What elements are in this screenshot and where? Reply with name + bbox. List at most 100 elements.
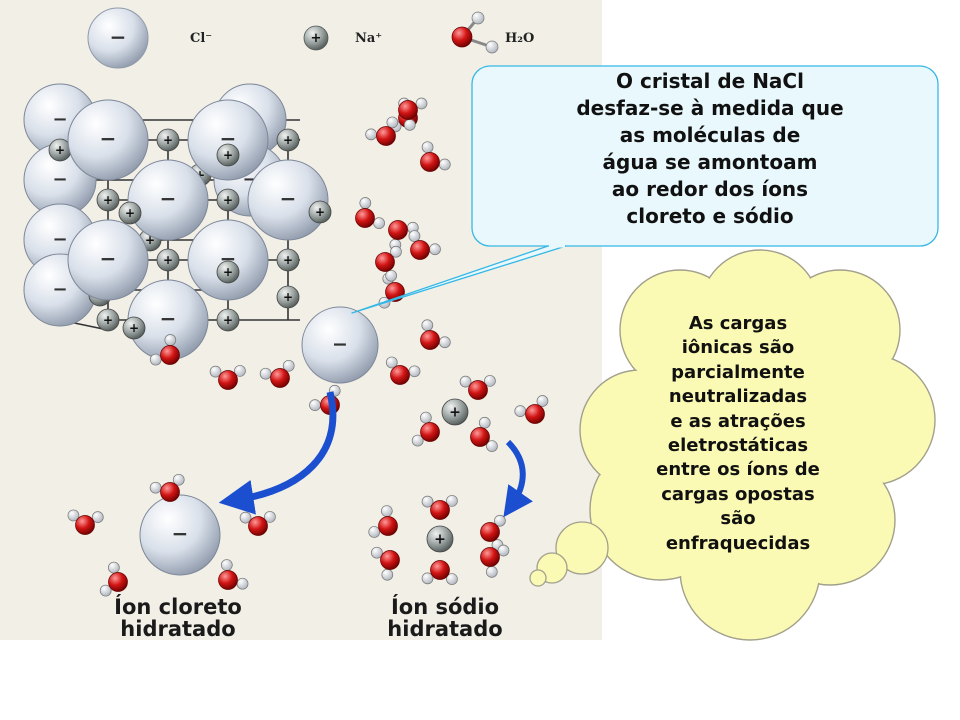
svg-text:+: + <box>103 313 113 327</box>
sodium-ion: + <box>216 143 240 167</box>
svg-text:+: + <box>163 133 173 147</box>
chloride-ion: − <box>67 219 149 301</box>
speech-line: água se amontoam <box>602 150 818 174</box>
chloride-ion: − <box>187 219 269 301</box>
water-molecule <box>408 230 441 260</box>
thought-line: eletrostáticas <box>667 435 809 457</box>
svg-text:+: + <box>449 405 461 421</box>
sodium-ion: + <box>156 128 180 152</box>
water-molecule <box>209 365 246 390</box>
water-molecule <box>149 334 180 366</box>
svg-text:+: + <box>195 168 205 182</box>
svg-text:−: − <box>52 109 67 130</box>
svg-text:−: − <box>160 187 177 211</box>
thought-trail-large <box>555 521 609 575</box>
caption-line: hidratado <box>387 617 503 641</box>
svg-text:+: + <box>129 321 139 335</box>
svg-text:−: − <box>100 127 117 151</box>
svg-text:+: + <box>311 31 322 46</box>
sodium-legend-icon: + <box>303 25 329 51</box>
thought-trail-small <box>529 569 547 587</box>
water-molecule <box>149 473 185 502</box>
chloride-legend-icon: − <box>87 7 149 69</box>
thought-bubble <box>529 249 936 641</box>
sodium-ion: + <box>96 308 120 332</box>
thought-line: entre os íons de <box>656 459 820 481</box>
svg-text:+: + <box>163 253 173 267</box>
svg-text:−: − <box>100 247 117 271</box>
speech-line: O cristal de NaCl <box>616 69 804 93</box>
speech-line: desfaz-se à medida que <box>576 96 844 120</box>
chloride-ion: − <box>187 99 269 181</box>
svg-text:−: − <box>52 279 67 300</box>
arrow-to-hydrated-sodium <box>503 439 533 518</box>
dissolving-sodium-ion: + <box>441 398 469 426</box>
water-molecule <box>239 511 276 536</box>
water-molecule <box>514 395 549 424</box>
svg-text:+: + <box>55 143 65 157</box>
svg-text:−: − <box>110 25 127 49</box>
water-molecule <box>67 509 104 535</box>
svg-text:+: + <box>283 253 293 267</box>
svg-text:+: + <box>103 193 113 207</box>
svg-text:+: + <box>223 313 233 327</box>
water-molecule <box>365 116 399 146</box>
speech-line: cloreto e sódio <box>626 204 794 228</box>
thought-line: As cargas <box>688 313 788 334</box>
svg-text:−: − <box>52 229 67 250</box>
sodium-ion: + <box>96 188 120 212</box>
thought-line: iônicas são <box>681 337 795 359</box>
svg-text:−: − <box>280 187 297 211</box>
hydrated-sodium-caption: Íon sódio hidratado <box>360 596 530 640</box>
hydrated-chloride-caption: Íon cloreto hidratado <box>88 596 268 640</box>
sodium-ion: + <box>216 188 240 212</box>
water-molecule <box>421 560 458 585</box>
chloride-ion: − <box>127 279 209 361</box>
legend-water-label: H₂O <box>505 31 535 46</box>
sodium-ion: + <box>276 285 300 309</box>
svg-text:+: + <box>223 265 233 279</box>
speech-line: ao redor dos íons <box>611 177 809 201</box>
sodium-ion: + <box>276 248 300 272</box>
svg-text:+: + <box>125 206 135 220</box>
svg-text:+: + <box>145 233 155 247</box>
arrow-to-hydrated-chloride <box>218 391 337 515</box>
legend: − + <box>87 7 499 69</box>
sodium-ion: + <box>276 128 300 152</box>
caption-line: Íon cloreto <box>114 595 242 619</box>
svg-text:+: + <box>223 148 233 162</box>
svg-text:+: + <box>315 205 325 219</box>
water-molecules <box>67 97 549 597</box>
water-molecule <box>218 559 249 590</box>
water-molecule <box>371 546 400 581</box>
caption-line: hidratado <box>120 617 236 641</box>
sodium-ion: + <box>122 316 146 340</box>
hydrated-chloride-ion: − <box>139 494 221 576</box>
svg-text:−: − <box>332 333 348 355</box>
speech-bubble-text: O cristal de NaCl desfaz-se à medida que… <box>490 68 930 230</box>
chloride-ion: − <box>67 99 149 181</box>
speech-bubble <box>351 65 939 314</box>
water-molecule <box>99 561 128 597</box>
thought-line: cargas opostas <box>661 483 815 505</box>
water-molecule <box>375 245 402 282</box>
caption-line: Íon sódio <box>390 595 500 619</box>
svg-text:+: + <box>283 290 293 304</box>
water-molecule <box>398 97 428 131</box>
water-molecule <box>459 375 496 400</box>
sodium-ion: + <box>118 201 142 225</box>
nacl-crystal-lattice: −−−−−−+++++++++++++−−−−−−−++++++ <box>23 83 332 361</box>
svg-text:−: − <box>172 522 189 546</box>
water-molecule <box>355 197 385 229</box>
water-legend-icon <box>451 11 499 54</box>
svg-text:+: + <box>434 532 446 548</box>
dissolving-chloride-ion: − <box>301 306 379 384</box>
svg-text:−: − <box>160 307 177 331</box>
water-molecule <box>420 319 451 350</box>
svg-text:+: + <box>223 193 233 207</box>
svg-text:+: + <box>283 133 293 147</box>
chloride-ion: − <box>247 159 329 241</box>
speech-line: as moléculas de <box>619 123 801 147</box>
legend-sodium-label: Na⁺ <box>355 31 383 46</box>
